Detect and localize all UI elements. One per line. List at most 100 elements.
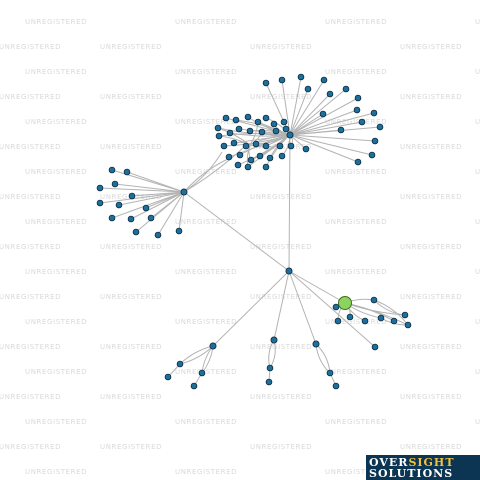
watermark-text: UNREGISTERED <box>250 193 312 201</box>
watermark-text: UNREGISTERED <box>325 468 387 476</box>
hub-node <box>270 336 278 344</box>
watermark-text: UNREGISTERED <box>100 343 162 351</box>
graph-edge <box>135 191 185 233</box>
watermark-text: UNREGISTERED <box>250 243 312 251</box>
watermark-layer: UNREGISTERED UNREGISTERED UNREGISTERED UNRE… <box>0 18 480 476</box>
graph-node <box>232 116 240 124</box>
watermark-text: UNREGISTERED <box>400 193 462 201</box>
graph-node <box>270 120 278 128</box>
graph-node <box>258 128 266 136</box>
watermark-text: UNREGISTERED <box>325 268 387 276</box>
graph-node <box>332 382 340 390</box>
watermark-text: UNREGISTERED <box>175 68 237 76</box>
graph-node <box>147 214 155 222</box>
graph-node <box>164 373 172 381</box>
graph-node <box>190 382 198 390</box>
graph-node <box>235 125 243 133</box>
watermark-text: UNREGISTERED <box>25 418 87 426</box>
graph-node <box>111 180 119 188</box>
graph-node <box>282 125 290 133</box>
graph-edge <box>157 191 185 236</box>
watermark-text: UNREGISTERED <box>475 268 480 276</box>
graph-node <box>262 142 270 150</box>
graph-edge <box>130 191 185 220</box>
watermark-text: UNREGISTERED <box>325 18 387 26</box>
watermark-text: UNREGISTERED <box>400 93 462 101</box>
graph-node <box>276 142 284 150</box>
watermark-text: UNREGISTERED <box>475 18 480 26</box>
graph-node <box>108 166 116 174</box>
watermark-text: UNREGISTERED <box>325 68 387 76</box>
watermark-text: UNREGISTERED <box>325 118 387 126</box>
graph-edge <box>289 121 363 136</box>
graph-edge <box>237 134 291 166</box>
graph-node <box>371 343 379 351</box>
graph-edge <box>289 88 309 136</box>
graph-node <box>368 151 376 159</box>
watermark-text: UNREGISTERED <box>25 368 87 376</box>
graph-node <box>404 321 412 329</box>
graph-edge <box>289 134 373 156</box>
graph-node <box>132 228 140 236</box>
graph-edge <box>289 109 358 136</box>
hub-node <box>209 342 217 350</box>
watermark-text: UNREGISTERED <box>25 468 87 476</box>
graph-node <box>246 127 254 135</box>
graph-node <box>214 124 222 132</box>
hub-node <box>285 267 293 275</box>
watermark-text: UNREGISTERED <box>475 318 480 326</box>
watermark-text: UNREGISTERED <box>100 293 162 301</box>
graph-node <box>247 156 255 164</box>
graph-edge <box>288 134 291 272</box>
graph-node <box>222 114 230 122</box>
graph-node <box>370 109 378 117</box>
graph-edge <box>289 113 324 136</box>
graph-edge <box>245 134 291 147</box>
watermark-text: UNREGISTERED <box>25 168 87 176</box>
graph-edge <box>289 88 347 136</box>
graph-node <box>115 201 123 209</box>
watermark-text: UNREGISTERED <box>0 343 61 351</box>
graph-node <box>376 123 384 131</box>
graph-node <box>262 163 270 171</box>
watermark-text: UNREGISTERED <box>100 243 162 251</box>
graph-node <box>154 231 162 239</box>
focus-entity-node <box>338 296 352 310</box>
graph-node <box>346 313 354 321</box>
graph-node <box>244 163 252 171</box>
graph-node <box>266 154 274 162</box>
watermark-text: UNREGISTERED <box>475 168 480 176</box>
watermark-text: UNREGISTERED <box>400 143 462 151</box>
graph-node <box>302 145 310 153</box>
graph-node <box>390 317 398 325</box>
graph-edge <box>183 157 231 193</box>
graph-node <box>377 314 385 322</box>
watermark-text: UNREGISTERED <box>0 443 61 451</box>
graph-node <box>234 161 242 169</box>
graph-edge <box>111 169 185 193</box>
graph-node <box>280 118 288 126</box>
graph-node <box>198 369 206 377</box>
graph-node <box>215 132 223 140</box>
watermark-text: UNREGISTERED <box>0 93 61 101</box>
graph-node <box>353 106 361 114</box>
graph-node <box>326 369 334 377</box>
graph-node <box>287 142 295 150</box>
graph-edge <box>373 299 409 326</box>
watermark-text: UNREGISTERED <box>250 293 312 301</box>
graph-node <box>266 364 274 372</box>
watermark-text: UNREGISTERED <box>25 218 87 226</box>
watermark-text: UNREGISTERED <box>25 268 87 276</box>
watermark-text: UNREGISTERED <box>100 93 162 101</box>
graph-node <box>108 214 116 222</box>
graph-node <box>342 85 350 93</box>
watermark-text: UNREGISTERED <box>175 268 237 276</box>
graph-node <box>176 360 184 368</box>
graph-node <box>96 199 104 207</box>
watermark-text: UNREGISTERED <box>0 243 61 251</box>
graph-edge <box>288 270 346 304</box>
graph-node <box>123 168 131 176</box>
graph-node <box>337 126 345 134</box>
graph-node <box>254 118 262 126</box>
